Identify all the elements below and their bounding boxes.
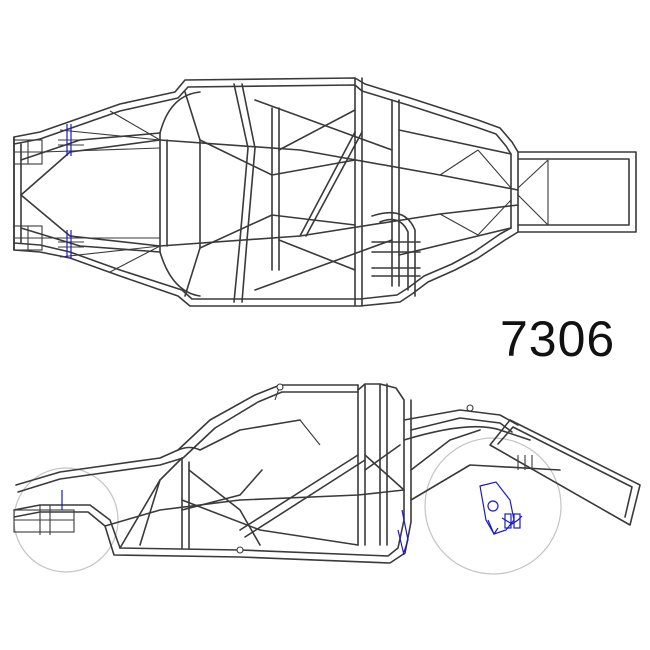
side-view-rear-wing: [489, 419, 641, 526]
model-number: 7306: [500, 311, 616, 367]
rear-wheel: [424, 437, 562, 575]
side-view-blue-suspension: [397, 481, 523, 556]
side-view-chassis: [13, 383, 641, 575]
top-view-front-bumper: [13, 136, 43, 251]
side-view-cage-braces: [104, 384, 405, 549]
side-view-roof: [15, 384, 359, 493]
top-view-rear-box: [517, 151, 637, 233]
side-view-floor-mounts: [236, 383, 474, 554]
top-view-main-verticals: [233, 77, 400, 307]
side-view-wheels: [13, 437, 562, 575]
top-view-blue-mounts: [58, 124, 84, 258]
top-view-cockpit-hoop: [109, 91, 201, 297]
top-view-chassis: [13, 77, 637, 307]
side-view-front-bumper: [13, 490, 75, 535]
top-view-diagonal-braces: [159, 99, 519, 291]
side-view-bottom-rail: [13, 383, 412, 564]
top-view-rear-loop: [371, 211, 421, 297]
top-view-upper-rail: [13, 77, 519, 307]
